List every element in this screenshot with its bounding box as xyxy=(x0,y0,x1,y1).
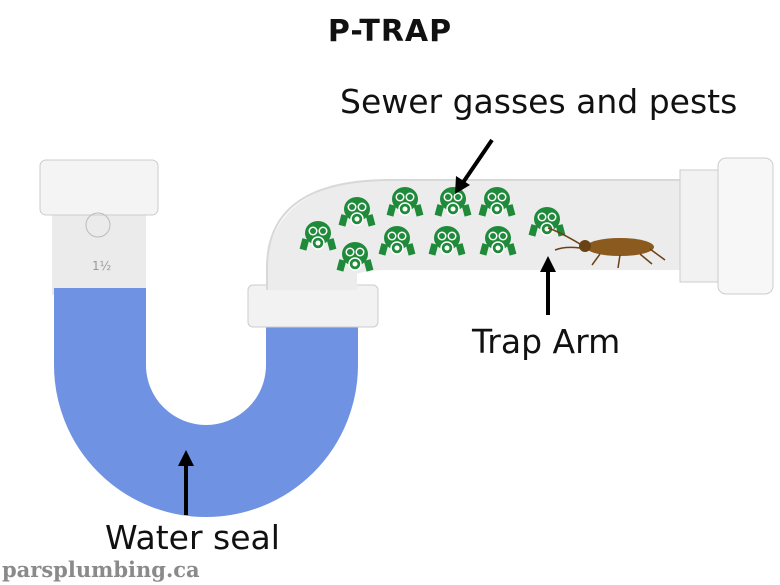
pipe-marking: 1½ xyxy=(92,259,111,273)
water-seal-label: Water seal xyxy=(105,518,280,557)
sewer-gasses-label: Sewer gasses and pests xyxy=(340,82,738,121)
trap-arm-label: Trap Arm xyxy=(472,322,621,361)
arrow-icons xyxy=(178,138,556,515)
trap-arm-pipe xyxy=(267,180,700,290)
page-title: P-TRAP xyxy=(327,14,453,49)
cockroach-icon xyxy=(547,227,666,269)
watermark: parsplumbing.ca xyxy=(2,557,200,582)
water-seal-bend xyxy=(53,288,358,517)
